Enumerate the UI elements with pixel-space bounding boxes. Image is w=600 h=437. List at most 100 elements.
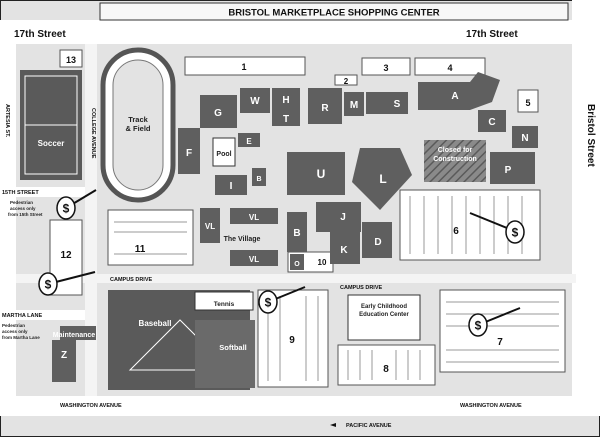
- building-C: [478, 110, 506, 132]
- softball-label: Softball: [219, 343, 247, 352]
- building-T: [272, 110, 300, 126]
- lot-7-stalls: [446, 301, 559, 363]
- building-W: [240, 88, 270, 113]
- building-letter-A: A: [451, 91, 458, 102]
- lot-5-label: 5: [525, 98, 530, 108]
- lot-13: [59, 49, 83, 68]
- lot-8: [337, 344, 436, 386]
- street-label-martha: MARTHA LANE: [2, 313, 42, 319]
- building-VL-top: [230, 208, 278, 224]
- pay-station-lot6[interactable]: $: [469, 212, 525, 244]
- lot-13-label: 13: [66, 55, 76, 65]
- building-S: [366, 92, 408, 114]
- building-letter-S: S: [394, 99, 401, 110]
- building-letter-K: K: [340, 245, 348, 256]
- tennis-courts: [194, 291, 254, 311]
- building-VL-left: [200, 208, 220, 243]
- early-label-1: Early Childhood: [361, 304, 407, 310]
- pay-station-martha-icon: $: [45, 278, 52, 292]
- building-letter-J: J: [340, 212, 346, 223]
- pay-station-15th[interactable]: $: [56, 189, 97, 220]
- building-letter-N: N: [521, 133, 528, 144]
- building-letter-U: U: [317, 167, 326, 181]
- building-letter-VL1: VL: [205, 222, 215, 231]
- building-P: [490, 152, 535, 184]
- ped-note-15th-1: Pedestrian: [10, 200, 33, 205]
- building-letter-G: G: [214, 108, 222, 119]
- lot-2-label: 2: [344, 77, 349, 86]
- building-letter-W: W: [250, 96, 260, 107]
- building-F: [178, 128, 200, 174]
- street-label-15th: 15TH STREET: [2, 190, 39, 196]
- building-letter-O: O: [294, 261, 300, 268]
- lot-9-label: 9: [289, 335, 295, 346]
- building-letter-D: D: [374, 237, 381, 248]
- building-letter-C: C: [488, 117, 495, 128]
- building-letter-F: F: [186, 148, 192, 159]
- pool: [212, 137, 236, 167]
- street-bristol: [572, 0, 600, 400]
- street-label-pacific: PACIFIC AVENUE: [346, 423, 392, 429]
- lot-3-label: 3: [383, 63, 388, 73]
- street-17th: [0, 20, 600, 44]
- early-label-2: Education Center: [359, 312, 409, 318]
- street-artesia: [0, 44, 16, 396]
- village-label: The Village: [224, 236, 261, 243]
- building-letter-R: R: [321, 103, 329, 114]
- ped-note-martha-1: Pedestrian: [2, 323, 25, 328]
- building-B-small: [252, 168, 266, 186]
- street-martha: [0, 310, 85, 320]
- building-K: [330, 232, 360, 264]
- building-Z: [52, 340, 76, 382]
- lot-11: [107, 209, 194, 266]
- street-15th: [0, 187, 85, 197]
- building-letter-P: P: [505, 165, 512, 176]
- building-letter-B: B: [293, 228, 300, 239]
- lot-12-label: 12: [60, 250, 72, 261]
- lot-11-stalls: [114, 221, 187, 255]
- maintenance-label: Maintenance: [53, 332, 96, 339]
- pay-station-martha[interactable]: $: [38, 271, 96, 296]
- building-A: [418, 72, 500, 110]
- building-H: [272, 88, 300, 110]
- building-L: [352, 148, 412, 210]
- building-R: [308, 88, 342, 124]
- street-campus-drive: [16, 274, 576, 283]
- lot-1-label: 1: [241, 62, 246, 72]
- street-label-bristol: Bristol Street: [585, 104, 596, 167]
- building-letter-VL3: VL: [249, 255, 259, 264]
- building-D: [362, 222, 392, 258]
- pool-label: Pool: [216, 151, 231, 158]
- lot-8-label: 8: [383, 364, 389, 375]
- ped-note-15th-2: access only: [10, 206, 36, 211]
- lot-6-label: 6: [453, 226, 459, 237]
- pay-station-lot7[interactable]: $: [468, 307, 521, 337]
- shopping-center-label: BRISTOL MARKETPLACE SHOPPING CENTER: [228, 8, 439, 19]
- pay-station-lot9[interactable]: $: [258, 286, 306, 314]
- street-label-17th-left: 17th Street: [14, 29, 66, 40]
- street-college: [85, 44, 97, 396]
- lot-1: [184, 56, 306, 76]
- building-G: [200, 95, 237, 128]
- street-label-17th-right: 17th Street: [466, 29, 518, 40]
- pay-station-lot9-icon: $: [265, 296, 272, 310]
- street-label-washington-left: WASHINGTON AVENUE: [60, 403, 122, 409]
- pay-station-lot7-icon: $: [475, 319, 482, 333]
- building-letter-VL2: VL: [249, 213, 259, 222]
- building-letter-B-small: B: [256, 176, 261, 183]
- track-label-2: & Field: [125, 124, 150, 133]
- building-letter-I: I: [230, 181, 233, 192]
- soccer-label: Soccer: [38, 139, 65, 148]
- pacific-arrow-icon: [330, 423, 336, 427]
- lot-8-stalls: [347, 350, 421, 380]
- lot-7: [439, 289, 566, 373]
- building-M: [344, 92, 364, 116]
- lot-11-label: 11: [135, 244, 146, 255]
- building-B: [287, 212, 307, 252]
- ped-note-15th-3: from 15th Street: [8, 212, 43, 217]
- shopping-center-band: [99, 2, 569, 21]
- lot-2: [334, 74, 358, 86]
- building-maintenance: [60, 326, 96, 340]
- closed-label-2: Construction: [433, 156, 477, 163]
